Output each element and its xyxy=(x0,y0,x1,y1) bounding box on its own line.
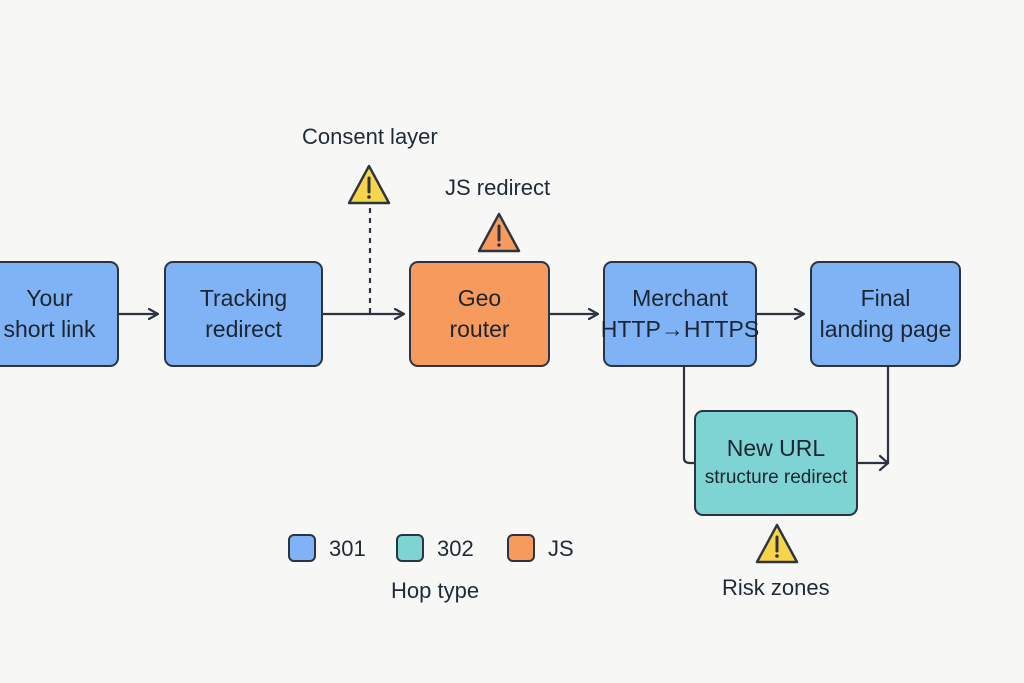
node-label: HTTP→HTTPS xyxy=(600,316,760,342)
node-label: structure redirect xyxy=(704,467,848,488)
node-label: Final xyxy=(860,285,911,311)
legend-swatch-js xyxy=(507,534,535,562)
node-label: short link xyxy=(3,316,96,342)
consent-layer-label: Consent layer xyxy=(302,124,438,149)
node-label: Your xyxy=(26,285,73,311)
warning-icon xyxy=(477,212,521,253)
node-label: router xyxy=(449,316,510,342)
warning-icon xyxy=(347,164,391,205)
node-tracking-redirect[interactable]: Tracking redirect xyxy=(164,261,323,367)
warning-icon xyxy=(755,523,799,564)
node-label: Geo xyxy=(457,285,502,311)
node-label: New URL xyxy=(726,435,826,461)
edge-merchant-to-newurl xyxy=(682,367,694,465)
legend-label-301: 301 xyxy=(329,536,366,561)
node-label: redirect xyxy=(205,316,282,342)
risk-zones-label: Risk zones xyxy=(722,575,830,600)
legend-swatch-302 xyxy=(396,534,424,562)
legend-label-302: 302 xyxy=(437,536,474,561)
node-final-landing-page[interactable]: Final landing page xyxy=(810,261,961,367)
node-your-short-link[interactable]: Your short link xyxy=(0,261,119,367)
node-label: landing page xyxy=(819,316,952,342)
edge-newurl-to-final xyxy=(858,367,890,465)
legend-label-js: JS xyxy=(548,536,574,561)
node-label: Merchant xyxy=(632,285,728,311)
node-new-url-structure-redirect[interactable]: New URL structure redirect xyxy=(694,410,858,516)
node-geo-router[interactable]: Geo router xyxy=(409,261,550,367)
legend-swatch-301 xyxy=(288,534,316,562)
node-merchant-http-https[interactable]: Merchant HTTP→HTTPS xyxy=(600,261,760,367)
js-redirect-label: JS redirect xyxy=(445,175,551,200)
legend-title: Hop type xyxy=(391,578,480,603)
node-label: Tracking xyxy=(199,285,288,311)
